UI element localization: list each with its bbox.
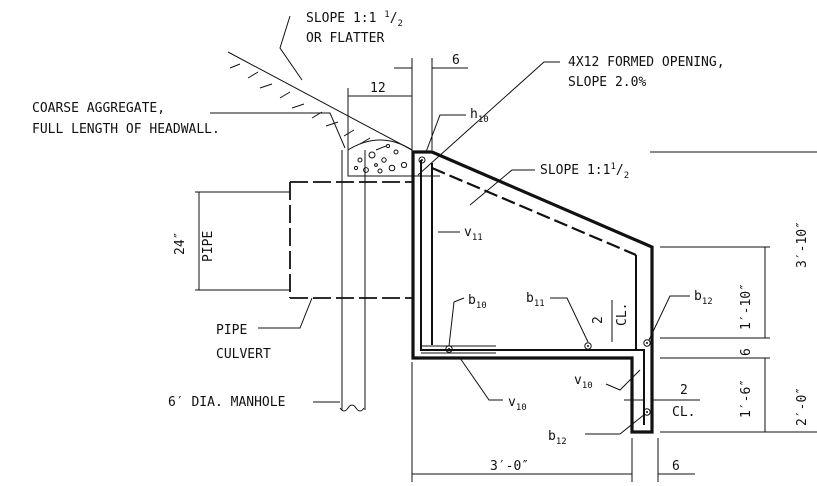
dim-2-bot: 2 (680, 383, 688, 398)
slope-wall-label: SLOPE 1:11/2 (540, 162, 629, 181)
dim-6-mid: 6 (739, 348, 754, 356)
cl-top: CL. (615, 303, 630, 326)
dim-2-top: 2 (591, 316, 606, 324)
b10-label: b10 (468, 293, 487, 311)
coarse-aggregate-fill (347, 139, 413, 177)
v10-low-label: v10 (508, 395, 527, 413)
coarse-aggregate-label: COARSE AGGREGATE, (32, 101, 165, 116)
dim-1-10: 1′-10″ (739, 283, 754, 330)
ground-slope (227, 51, 413, 151)
b12-top-label: b12 (694, 289, 713, 307)
slope-label-top-b: OR FLATTER (306, 31, 384, 46)
v11-label: v11 (464, 225, 483, 243)
dimension-lines (195, 58, 817, 482)
formed-opening-slope: SLOPE 2.0% (568, 75, 646, 90)
dim-12: 12 (370, 81, 386, 96)
dim-3-0: 3′-0″ (490, 459, 529, 474)
labels: SLOPE 1:1 1/2 OR FLATTER 6 12 4X12 FORME… (32, 10, 810, 474)
pipe-culvert-label-b: CULVERT (216, 347, 271, 362)
leader-lines (210, 15, 690, 435)
slope-label-top: SLOPE 1:1 1/2 (306, 10, 403, 29)
dim-1-6: 1′-6″ (739, 379, 754, 418)
cl-bot: CL. (672, 405, 695, 420)
coarse-aggregate-label-b: FULL LENGTH OF HEADWALL. (32, 122, 220, 137)
pipe-culvert-label: PIPE (216, 323, 247, 338)
manhole-label: 6′ DIA. MANHOLE (168, 395, 285, 410)
v10-right-label: v10 (574, 373, 593, 391)
pipe-word-label: PIPE (201, 231, 216, 262)
dim-6-top: 6 (452, 53, 460, 68)
manhole-lines (339, 150, 366, 412)
dim-2-0: 2′-0″ (795, 387, 810, 426)
pipe-size-label: 24″ (173, 232, 188, 255)
pipe-outline (289, 181, 412, 299)
formed-opening-label: 4X12 FORMED OPENING, (568, 55, 725, 70)
headwall-outline (411, 150, 654, 434)
b11-label: b11 (526, 291, 545, 309)
h10-label: h10 (470, 107, 489, 125)
dim-6-bot: 6 (672, 459, 680, 474)
b12-low-label: b12 (548, 429, 567, 447)
rebar-dots (418, 156, 651, 416)
dim-3-10: 3′-10″ (795, 221, 810, 268)
